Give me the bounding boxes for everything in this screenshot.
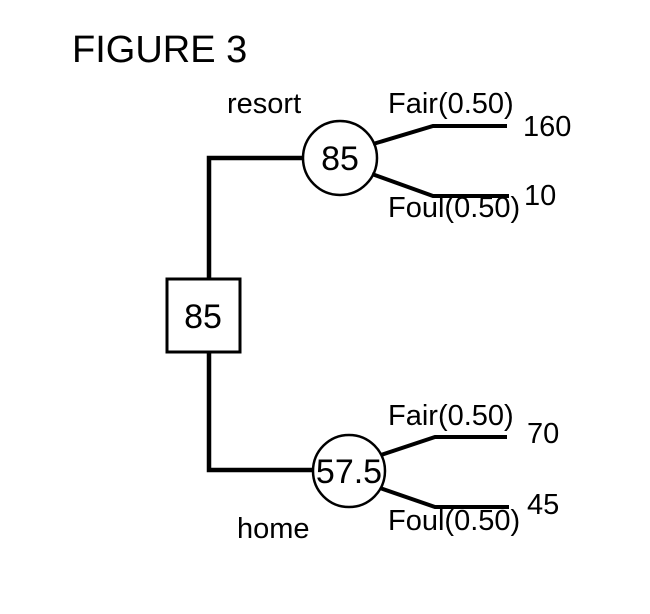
decision-node-square [165, 277, 242, 354]
branch-line-home-foul [379, 486, 509, 509]
connector-home-branch [206, 350, 314, 473]
figure-title: FIGURE 3 [72, 29, 247, 71]
connector-resort-branch [206, 155, 304, 281]
chance-node-resort-value: 85 [321, 140, 359, 178]
branch-label-resort-foul: Foul(0.50) [388, 192, 520, 224]
branch-line-home-fair [380, 435, 507, 457]
branch-label-resort: resort [227, 88, 301, 120]
branch-line-resort-foul [371, 172, 509, 198]
chance-node-home [311, 433, 387, 509]
branch-line-resort-fair [372, 124, 507, 146]
payoff-home-foul: 45 [527, 489, 559, 521]
chance-node-resort [301, 119, 379, 197]
branch-label-resort-fair: Fair(0.50) [388, 88, 514, 120]
payoff-resort-foul: 10 [524, 180, 556, 212]
decision-node-value: 85 [184, 298, 222, 336]
branch-label-home-fair: Fair(0.50) [388, 400, 514, 432]
chance-node-home-value: 57.5 [316, 453, 382, 491]
branch-label-home-foul: Foul(0.50) [388, 505, 520, 537]
payoff-home-fair: 70 [527, 418, 559, 450]
payoff-resort-fair: 160 [523, 111, 571, 143]
branch-label-home: home [237, 513, 310, 545]
